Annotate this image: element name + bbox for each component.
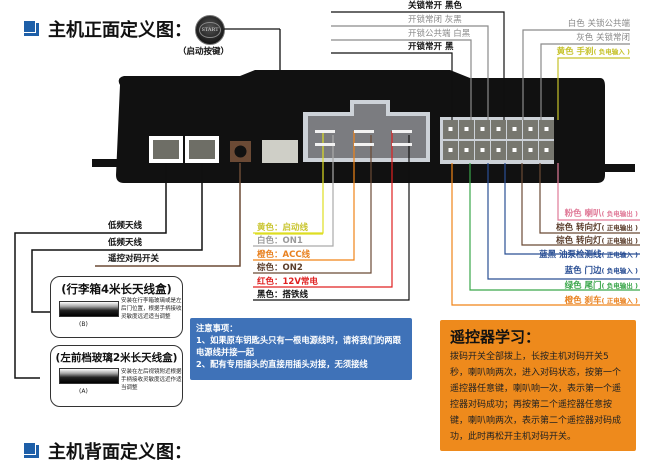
antenna-box-windshield-desc: 安装在左后视镜附近根据手柄接收灵敏度远近作适当调整 — [121, 369, 182, 391]
left-label-code-switch: 遥控对码开关 — [108, 254, 160, 264]
antenna-box-trunk-title: (行李箱4米长天线盒) — [61, 282, 172, 296]
back-title: 主机背面定义图： — [24, 438, 192, 464]
wire-door — [487, 163, 640, 280]
connector-pin — [496, 148, 501, 152]
right-label-tailgate: 绿色 尾门( 负电输出 ) — [564, 281, 638, 291]
wire-horn — [557, 163, 640, 221]
remote-learning-body: 拨码开关全部拨上，长按主机对码开关5秒，喇叭响两次，进入对码状态，按第一个遥控器… — [450, 352, 622, 442]
wire-brake — [451, 163, 640, 306]
power-connector-pin — [315, 143, 335, 146]
left-label-lf-antenna-1: 低频天线 — [108, 221, 143, 231]
connector-pin — [464, 148, 469, 152]
left-label-lf-antenna-2: 低频天线 — [108, 238, 143, 248]
wire-fuel-pump — [504, 163, 640, 255]
wire-brown — [253, 135, 372, 274]
wire-unlock-common — [331, 39, 472, 120]
notice-line-1: 1、如果原车钥匙头只有一根电源线时，请将我们的两跟电源线并接一起 — [196, 335, 401, 357]
top-label-unlock-no: 开锁常开 黑 — [408, 42, 454, 52]
remote-learning-box: 遥控器学习： 拨码开关全部拨上，长按主机对码开关5秒，喇叭响两次，进入对码状态，… — [440, 320, 636, 451]
remote-learning-title: 遥控器学习： — [450, 328, 541, 346]
notice-line-2: 2、配有专用插头的直接用插头对接，无须接线 — [196, 359, 368, 369]
start-button-caption: （启动按键） — [178, 47, 230, 57]
power-label-yellow: 黄色：启动线 — [257, 223, 309, 233]
wire-tailgate — [469, 163, 640, 291]
three-pin-connector — [262, 140, 298, 163]
antenna-box-a-label: (A) — [79, 388, 88, 395]
power-connector-pin — [315, 130, 335, 133]
connector-pin — [448, 148, 453, 152]
antenna-box-windshield-title: (左前档玻璃2米长天线盒) — [55, 352, 178, 364]
back-title-text: 主机背面定义图： — [48, 442, 192, 463]
connector-pin — [528, 148, 533, 152]
wire-red — [253, 131, 393, 288]
antenna-box-trunk-desc: 安装在行李箱玻璃或是左后门位置，根据手柄接收灵敏度远近适当调整 — [121, 298, 182, 320]
power-connector-pin — [354, 143, 374, 146]
wire-code-switch — [95, 163, 241, 267]
top-label-unlock-nc: 开锁常闭 灰黑 — [408, 15, 462, 25]
title-square-icon — [24, 443, 40, 459]
connector-pin — [480, 127, 485, 131]
power-connector-pin — [354, 130, 374, 133]
power-connector-pin — [392, 143, 412, 146]
wire-lf-antenna-2 — [31, 163, 203, 313]
wire-black — [253, 135, 410, 301]
front-title-text: 主机正面定义图： — [48, 20, 192, 41]
connector-pin — [512, 127, 517, 131]
start-button-icon: START — [195, 15, 225, 45]
title-square-icon — [24, 21, 40, 37]
wire-orange — [253, 131, 355, 261]
wire-lf-antenna-1 — [14, 163, 167, 379]
top-right-label-handbrake: 黄色 手刹( 负电输入 ) — [556, 47, 630, 57]
wire-handbrake — [557, 57, 630, 120]
right-label-brake: 橙色 刹车( 正电输入 ) — [564, 296, 638, 306]
wire-lock-no — [331, 11, 505, 120]
top-right-label-lock-common: 白色 关锁公共端 — [567, 19, 630, 29]
connector-pin — [512, 148, 517, 152]
connector-pin — [448, 127, 453, 131]
antenna-box-trunk: (行李箱4米长天线盒) (B) 安装在行李箱玻璃或是左后门位置，根据手柄接收灵敏… — [50, 276, 183, 338]
power-label-white: 白色：ON1 — [257, 236, 303, 246]
wire-lock-nc — [540, 43, 630, 120]
connector-pin — [496, 127, 501, 131]
wire-yellow — [253, 131, 324, 234]
connector-pin — [544, 148, 549, 152]
notice-box: 注意事项： 1、如果原车钥匙头只有一根电源线时，请将我们的两跟电源线并接一起 2… — [190, 318, 412, 380]
wire-turn-2 — [521, 163, 640, 246]
right-label-horn: 粉色 喇叭( 负电输出 ) — [564, 209, 638, 219]
connector-pin — [528, 127, 533, 131]
wire-turn-1 — [539, 163, 640, 234]
power-label-brown: 棕色：ON2 — [257, 263, 303, 273]
antenna-box-windshield: (左前档玻璃2米长天线盒) (A) 安装在左后视镜附近根据手柄接收灵敏度远近作适… — [50, 345, 183, 407]
right-label-turn-1: 棕色 转向灯( 正电输出 ) — [556, 223, 638, 233]
power-label-orange: 橙色：ACC线 — [257, 250, 311, 260]
power-label-black: 黑色：搭铁线 — [257, 290, 309, 300]
power-connector-pin — [392, 130, 412, 133]
wire-white — [253, 135, 334, 247]
antenna-box-b-label: (B) — [79, 321, 88, 328]
wire-unlock-nc — [331, 25, 489, 120]
device-mount-right — [605, 164, 635, 172]
wire-lock-common — [522, 29, 630, 120]
antenna-box-a-icon — [59, 368, 119, 384]
power-label-red: 红色：12V常电 — [257, 277, 318, 287]
right-label-turn-2: 棕色 转向灯( 正电输出 ) — [556, 236, 638, 246]
front-title: 主机正面定义图： — [24, 16, 192, 42]
antenna-box-b-icon — [59, 301, 119, 317]
right-label-fuel-pump: 蓝黑 油泵检测线( 正电输入 ) — [539, 250, 638, 260]
wire-unlock-no — [331, 52, 453, 120]
connector-pin — [544, 127, 549, 131]
top-right-label-lock-nc: 灰色 关锁常闭 — [576, 33, 630, 43]
device-mount-left — [92, 159, 118, 167]
right-label-door: 蓝色 门边( 负电输入 ) — [564, 266, 638, 276]
top-label-unlock-common: 开锁公共端 白黑 — [408, 29, 471, 39]
notice-title: 注意事项： — [196, 323, 238, 333]
connector-pin — [464, 127, 469, 131]
top-label-lock-no: 关锁常开 黑色 — [408, 1, 462, 11]
connector-pin — [480, 148, 485, 152]
